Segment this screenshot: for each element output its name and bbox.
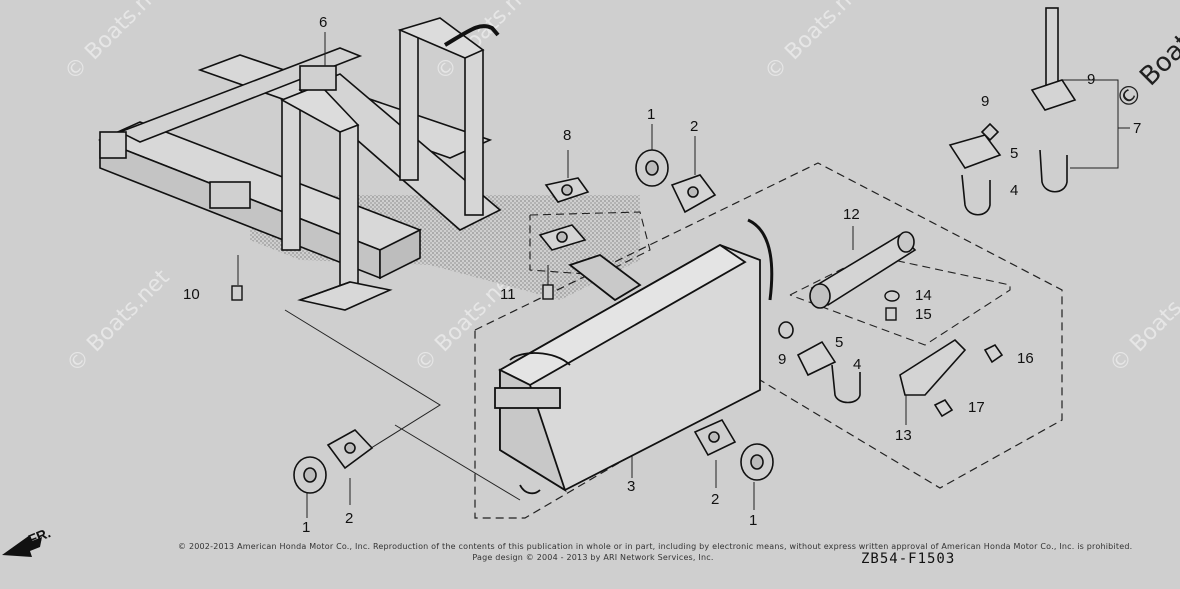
stay-13 <box>899 338 1004 418</box>
rubber-mount-top <box>635 149 669 187</box>
muffler <box>494 218 774 495</box>
callout-5: 5 <box>1010 145 1019 162</box>
leader-lines <box>237 32 1130 518</box>
hanger-bracket-7 <box>1030 7 1077 193</box>
gasket-group-outline <box>529 211 651 276</box>
callout-9: 9 <box>981 93 990 110</box>
callout-2: 2 <box>345 510 354 527</box>
callout-6: 6 <box>319 14 328 31</box>
callout-14: 14 <box>915 287 932 304</box>
callout-1: 1 <box>647 106 656 123</box>
tail-pipe <box>809 231 917 309</box>
callout-3: 3 <box>627 478 636 495</box>
u-bolt-mid <box>778 321 861 404</box>
callout-1: 1 <box>749 512 758 529</box>
callout-2: 2 <box>711 491 720 508</box>
callout-15: 15 <box>915 306 932 323</box>
gasket-8 <box>538 177 590 251</box>
u-bolt-right-top <box>948 122 1002 216</box>
callout-4: 4 <box>1010 182 1019 199</box>
callout-12: 12 <box>843 206 860 223</box>
callout-16: 16 <box>1017 350 1034 367</box>
callout-11: 11 <box>500 286 516 303</box>
callout-4: 4 <box>853 356 862 373</box>
bracket-top <box>670 174 717 214</box>
copyright-line: © 2002-2013 American Honda Motor Co., In… <box>178 542 1133 551</box>
small-bolts <box>231 284 900 321</box>
callout-8: 8 <box>563 127 572 144</box>
callout-10: 10 <box>183 286 200 303</box>
callout-7: 7 <box>1133 120 1142 137</box>
callout-9: 9 <box>778 351 787 368</box>
callout-5: 5 <box>835 334 844 351</box>
diagram-code: ZB54-F1503 <box>861 551 956 567</box>
callout-1: 1 <box>302 519 311 536</box>
tailpipe-group-outline <box>789 254 1011 346</box>
page-design-credit: Page design © 2004 - 2013 by ARI Network… <box>472 553 714 562</box>
rubber-mount-bottom-right <box>693 418 774 481</box>
callout-9: 9 <box>1087 71 1096 88</box>
frame-assembly <box>97 17 502 311</box>
muffler-group-outline <box>474 162 1063 519</box>
front-arrow-icon <box>2 535 42 557</box>
callout-2: 2 <box>690 118 699 135</box>
callout-13: 13 <box>895 427 912 444</box>
rubber-mount-bottom-left <box>293 428 374 494</box>
callout-17: 17 <box>968 399 985 416</box>
